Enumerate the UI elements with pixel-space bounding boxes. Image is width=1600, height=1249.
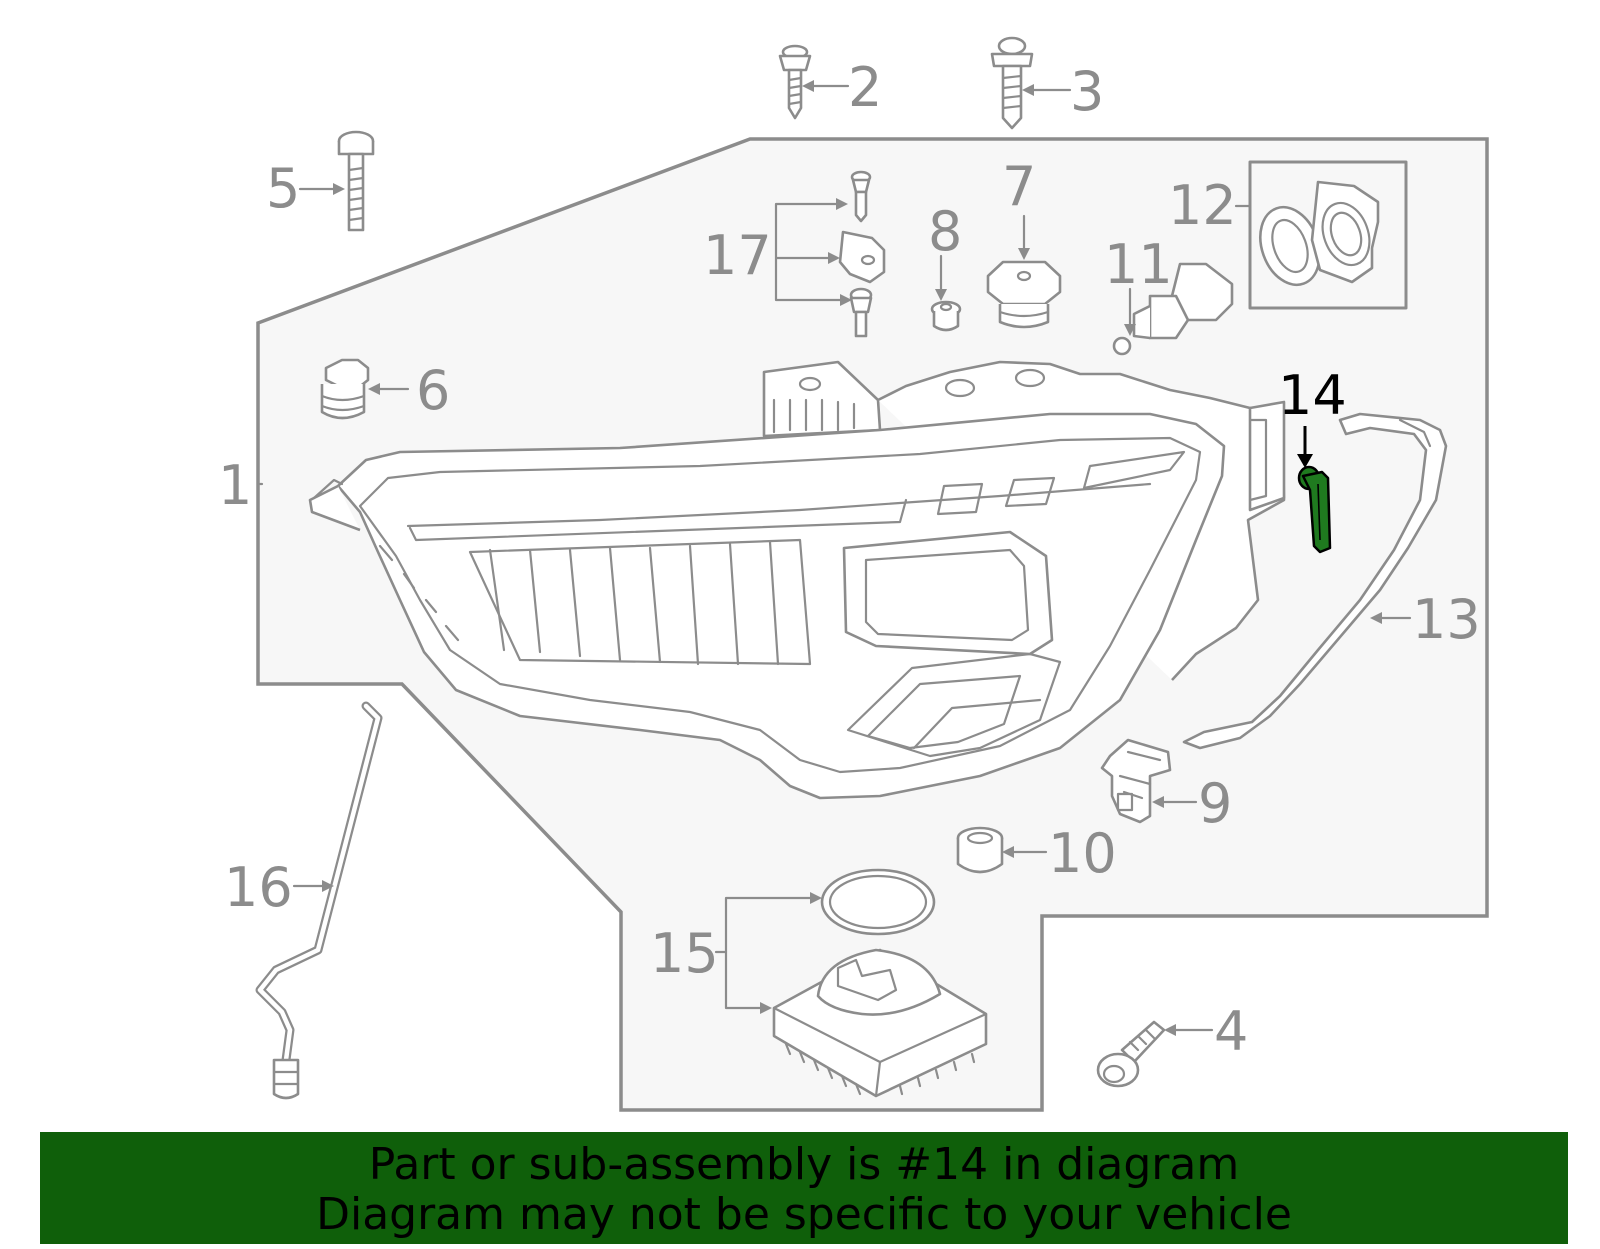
- part-6-grommet: 6: [320, 358, 450, 422]
- part-3-screw: 3: [990, 36, 1104, 130]
- label-14: 14: [1278, 364, 1347, 427]
- label-8: 8: [928, 200, 962, 263]
- part-4-bolt: 4: [1096, 1000, 1248, 1088]
- info-banner: Part or sub-assembly is #14 in diagram D…: [40, 1132, 1568, 1244]
- part-9-clip: 9: [1100, 738, 1232, 835]
- label-6: 6: [416, 359, 450, 422]
- label-15: 15: [650, 922, 719, 985]
- part-13-seal: 13: [1182, 412, 1481, 750]
- label-12: 12: [1168, 174, 1237, 237]
- label-4: 4: [1214, 1000, 1248, 1063]
- part-2-screw: 2: [778, 44, 882, 120]
- label-13: 13: [1412, 588, 1481, 651]
- part-8-grommet: 8: [928, 200, 962, 332]
- banner-line-2: Diagram may not be specific to your vehi…: [316, 1189, 1292, 1240]
- label-7: 7: [1002, 155, 1036, 218]
- label-11: 11: [1104, 233, 1173, 296]
- part-10-bushing: 10: [956, 822, 1117, 885]
- part-17-adjuster-set: 17: [703, 170, 886, 338]
- part-16-wiring-harness: 16: [224, 701, 383, 1100]
- part-14-repair-tab: 14: [1278, 364, 1347, 554]
- label-3: 3: [1070, 60, 1104, 123]
- label-16: 16: [224, 856, 293, 919]
- label-2: 2: [848, 56, 882, 119]
- label-1: 1: [218, 454, 252, 517]
- part-1-headlamp-assembly: 1: [218, 360, 1286, 800]
- part-5-bolt: 5: [266, 130, 375, 232]
- label-10: 10: [1048, 822, 1117, 885]
- label-17: 17: [703, 224, 772, 287]
- label-9: 9: [1198, 772, 1232, 835]
- banner-line-1: Part or sub-assembly is #14 in diagram: [368, 1139, 1240, 1190]
- part-15-control-module: 15: [650, 868, 988, 1098]
- part-12-cover-cap: 12: [1168, 160, 1408, 310]
- part-7-nut: 7: [986, 155, 1062, 329]
- part-11-bulb: 11: [1104, 233, 1234, 356]
- label-5: 5: [266, 157, 300, 220]
